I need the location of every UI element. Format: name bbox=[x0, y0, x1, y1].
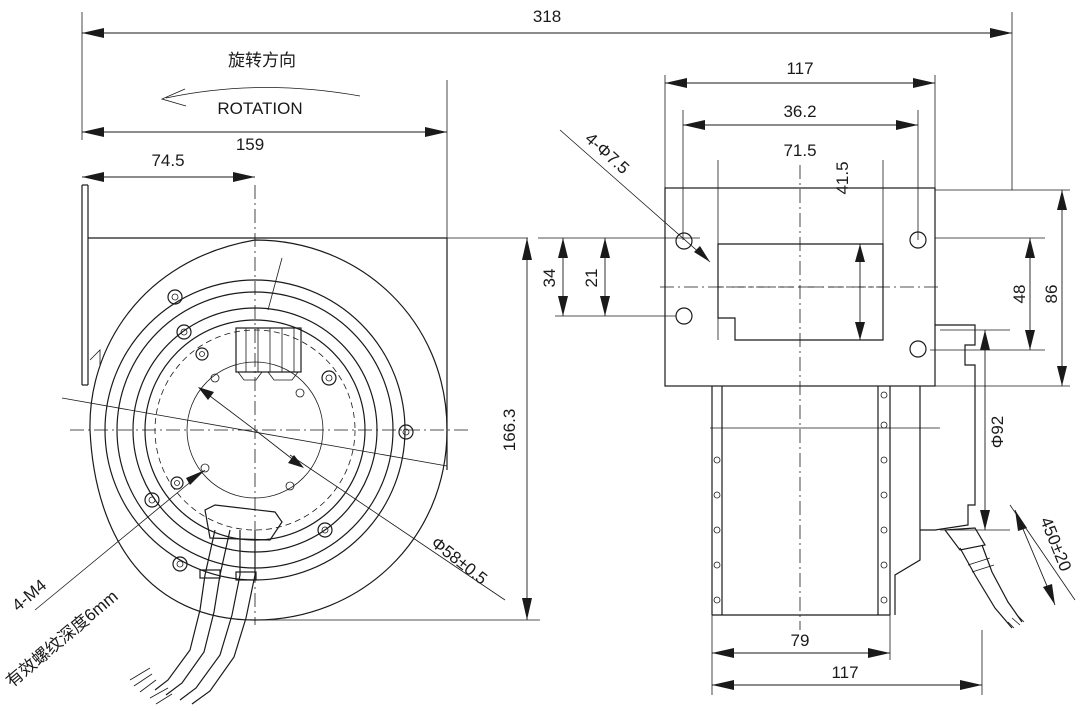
dim-36-2: 36.2 bbox=[783, 102, 816, 121]
thread-callout: 4-M4 bbox=[8, 576, 50, 615]
dim-117-top: 117 bbox=[786, 59, 813, 78]
side-view: 117 36.2 71.5 41.5 4-Φ7.5 bbox=[538, 59, 1076, 695]
rotation-label-en: ROTATION bbox=[217, 99, 302, 118]
dim-34: 34 bbox=[540, 269, 559, 288]
dim-86: 86 bbox=[1042, 285, 1061, 304]
dim-21: 21 bbox=[582, 269, 601, 288]
dim-41-5: 41.5 bbox=[833, 161, 852, 194]
dim-74-5: 74.5 bbox=[151, 151, 184, 170]
motor-body bbox=[710, 324, 976, 616]
dim-71-5: 71.5 bbox=[783, 141, 816, 160]
screw-group bbox=[144, 289, 414, 572]
connector-block bbox=[235, 327, 302, 381]
front-view: 旋转方向 ROTATION 159 74.5 bbox=[2, 51, 540, 705]
overall-width-dimension: 318 bbox=[81, 7, 1013, 190]
cable-assembly bbox=[129, 504, 283, 705]
rotation-label-cn: 旋转方向 bbox=[228, 51, 296, 70]
dim-166-3: 166.3 bbox=[500, 409, 519, 452]
dim-48: 48 bbox=[1010, 285, 1029, 304]
hole-callout: 4-Φ7.5 bbox=[581, 129, 633, 178]
dim-450: 450±20 bbox=[1036, 514, 1075, 574]
side-cable bbox=[943, 527, 1025, 629]
rotation-arrow bbox=[165, 87, 361, 99]
dim-117-bottom: 117 bbox=[831, 663, 858, 682]
dim-phi92: Φ92 bbox=[988, 416, 1007, 448]
dim-79: 79 bbox=[791, 631, 810, 650]
dim-159: 159 bbox=[236, 135, 264, 154]
dim-318: 318 bbox=[533, 7, 561, 26]
dim-phi58: Φ58±0.5 bbox=[428, 533, 491, 588]
